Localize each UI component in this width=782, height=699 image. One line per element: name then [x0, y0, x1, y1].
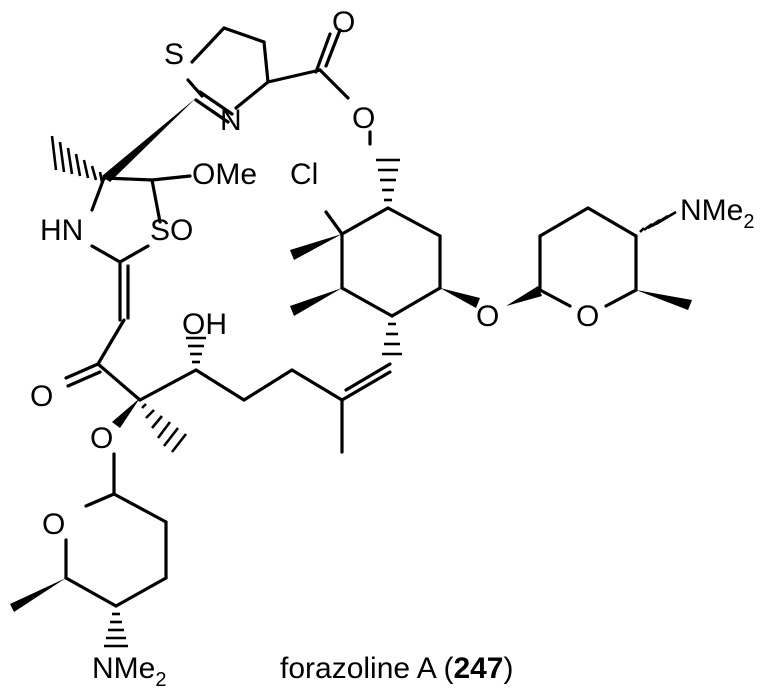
atom-label-chlorine: Cl — [290, 158, 318, 191]
hydroxyl-chain — [186, 336, 392, 454]
compound-caption-close: ) — [504, 652, 514, 685]
atom-label-sulfoxide: SO — [150, 214, 193, 247]
wedge-bond — [440, 288, 480, 308]
thiazoline-ring — [186, 26, 270, 124]
wedge-bond — [112, 398, 140, 428]
hashed-bonds-cyclohexane — [376, 158, 402, 356]
compound-number: 247 — [453, 652, 503, 685]
compound-caption: forazoline A (247) — [280, 652, 514, 685]
oxathiazolidine-ring — [90, 98, 196, 322]
atom-label-glycoside-oxygen-left: O — [90, 422, 113, 455]
atom-label-nitrogen: N — [220, 104, 242, 137]
atom-label-carbonyl-oxygen: O — [332, 6, 355, 39]
atom-label-ring-oxygen-right: O — [576, 300, 599, 333]
wedge-bond — [102, 98, 196, 182]
atom-labels: S N O O OMe Cl HN SO NMe2 OH O O O O O N… — [30, 6, 754, 691]
hashed-methyl-quaternary — [141, 403, 188, 453]
atom-label-ketone-oxygen: O — [30, 380, 53, 413]
cyclohexane-ring — [290, 206, 480, 318]
left-sugar-ring — [10, 452, 168, 648]
atom-label-methoxy: OMe — [192, 158, 257, 191]
right-sugar-ring — [506, 206, 692, 310]
atom-label-dimethylamino-left: NMe2 — [92, 652, 166, 691]
ester-group — [266, 28, 372, 146]
atom-label-hydroxyl: OH — [182, 308, 227, 341]
wedge-bond — [290, 234, 342, 260]
wedge-bond — [506, 286, 542, 306]
wedge-bond — [10, 578, 66, 612]
hashed-methyl-top — [50, 135, 104, 183]
wedge-bond — [636, 290, 692, 310]
atom-label-ester-oxygen: O — [352, 102, 375, 135]
ketone-chain — [64, 318, 198, 428]
atom-label-dimethylamino-right: NMe2 — [680, 194, 754, 233]
atom-label-glycoside-oxygen-right: O — [476, 300, 499, 333]
atom-label-amine-nh: HN — [40, 214, 83, 247]
compound-name: forazoline A ( — [280, 652, 453, 685]
atom-label-sulfur-ring: S — [164, 38, 184, 71]
atom-label-ring-oxygen-left: O — [42, 508, 65, 541]
wedge-bond — [290, 288, 342, 316]
